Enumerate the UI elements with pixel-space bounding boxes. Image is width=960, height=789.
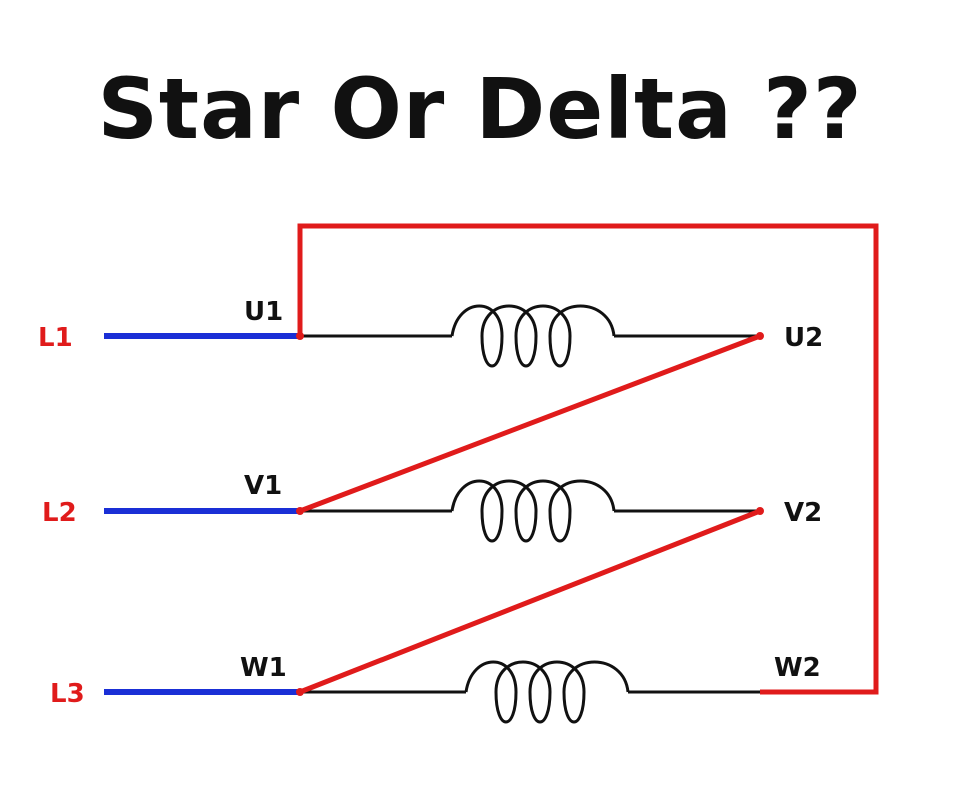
terminal-dot-w1 (296, 688, 304, 696)
delta-link-u1-w2 (297, 223, 879, 695)
delta-link-u2-v1 (299, 333, 761, 514)
winding-u (300, 304, 760, 368)
terminal-dot-v2 (756, 507, 764, 515)
terminal-dots (296, 332, 764, 696)
winding-w (300, 660, 760, 724)
terminal-label-w1: W1 (240, 653, 287, 683)
terminal-dot-v1 (296, 507, 304, 515)
diagram-title: Star Or Delta ?? (97, 60, 863, 158)
terminal-dot-u2 (756, 332, 764, 340)
line-label-l3: L3 (50, 679, 85, 709)
line-label-l2: L2 (42, 498, 77, 528)
line-label-l1: L1 (38, 323, 73, 353)
terminal-label-v1: V1 (244, 471, 282, 501)
delta-links (297, 223, 879, 695)
terminal-label-w2: W2 (774, 653, 821, 683)
terminal-label-u2: U2 (784, 323, 823, 353)
winding-v (300, 479, 760, 543)
terminal-dot-u1 (296, 332, 304, 340)
delta-link-v2-w1 (299, 508, 761, 695)
terminal-label-v2: V2 (784, 498, 822, 528)
terminal-label-u1: U1 (244, 297, 283, 327)
